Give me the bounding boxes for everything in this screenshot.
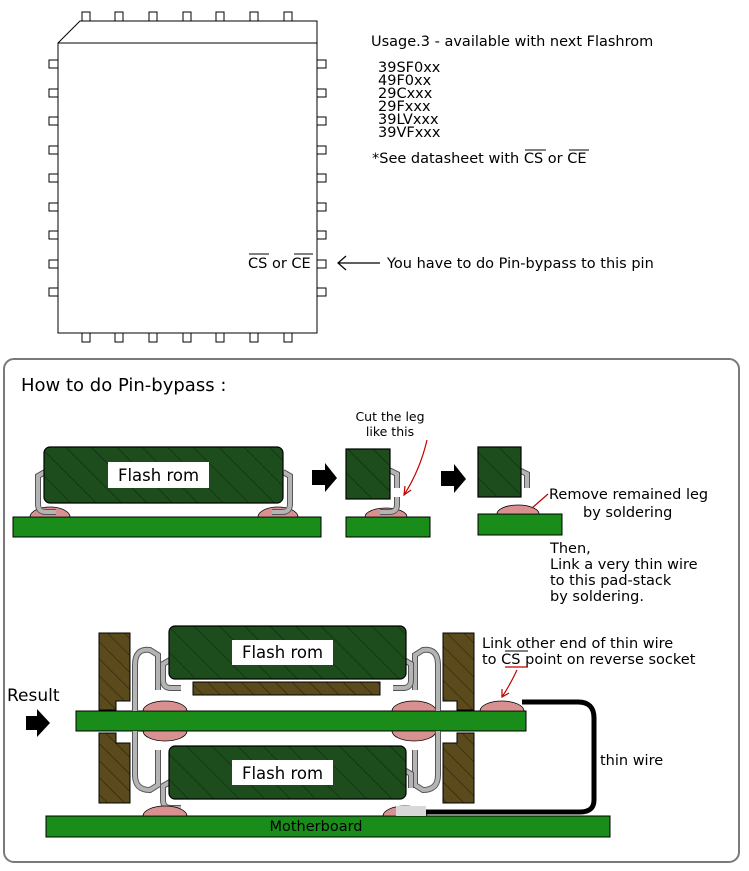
upper-chip: Flash rom — [168, 625, 407, 680]
step2-cut-leg — [345, 439, 431, 538]
svg-text:to CS point on reverse socket: to CS point on reverse socket — [482, 652, 696, 668]
svg-text:*See datasheet with CS or CE: *See datasheet with CS or CE — [372, 151, 587, 167]
then-line: Link a very thin wire — [550, 557, 698, 573]
plcc-chip-outline — [48, 11, 327, 343]
chip-list-item: 39VFxxx — [378, 125, 441, 141]
then-line: by soldering. — [550, 589, 644, 605]
chip-list-item: 29Cxxx — [378, 86, 433, 102]
step-arrow-2 — [441, 464, 466, 493]
socket-board — [75, 710, 527, 732]
remove-label-1: Remove remained leg — [549, 487, 708, 503]
cut-label-2: like this — [366, 424, 414, 439]
pin-label-ce: CE — [291, 256, 310, 272]
panel-title: How to do Pin-bypass : — [21, 375, 226, 396]
usage-title: Usage.3 - available with next Flashrom — [371, 34, 653, 50]
note-prefix: *See datasheet with — [372, 151, 524, 167]
motherboard-label: Motherboard — [269, 819, 362, 835]
chip-list: 39SF0xx 49F0xx 29Cxxx 29Fxxx 39LVxxx 39V… — [378, 60, 441, 141]
note-ce: CE — [567, 151, 586, 167]
link-label-1: Link other end of thin wire — [482, 636, 673, 652]
top-pins — [81, 11, 293, 22]
note-cs: CS — [524, 151, 543, 167]
thin-wire-label: thin wire — [600, 753, 663, 769]
upper-solder — [142, 700, 525, 742]
then-line: to this pad-stack — [550, 573, 672, 589]
right-pins — [316, 59, 327, 297]
step1-chip-assembly: Flash rom — [12, 446, 322, 538]
then-instructions: Then, Link a very thin wire to this pad-… — [549, 541, 698, 605]
link-label-2: to CS point on reverse socket — [482, 650, 696, 699]
chip-list-item: 39LVxxx — [378, 112, 439, 128]
pin-label-or: or — [267, 256, 291, 272]
chip-list-item: 29Fxxx — [378, 99, 431, 115]
pin-arrow — [337, 255, 380, 271]
chip-label: Flash rom — [242, 764, 323, 783]
step3-remove-leg — [477, 446, 563, 536]
chip-label: Flash rom — [242, 643, 323, 662]
cut-label-1: Cut the leg — [355, 409, 424, 424]
lower-socket — [98, 732, 475, 804]
lower-contacts — [132, 731, 441, 811]
thin-wire — [426, 699, 597, 815]
lower-chip: Flash rom — [168, 745, 407, 800]
note-or: or — [543, 151, 567, 167]
then-line: Then, — [549, 541, 591, 557]
motherboard — [45, 815, 611, 838]
left-pins — [48, 59, 59, 297]
chip-list-item: 39SF0xx — [378, 60, 441, 76]
upper-contacts — [132, 646, 441, 711]
link-suffix: point on reverse socket — [521, 652, 696, 668]
svg-text:CS or CE: CS or CE — [248, 256, 311, 272]
bottom-pins — [81, 332, 293, 343]
link-cs: CS — [501, 652, 520, 668]
link-prefix: to — [482, 652, 501, 668]
result-arrow — [26, 709, 50, 737]
pin-label-cs: CS — [248, 256, 267, 272]
pin-instruction: You have to do Pin-bypass to this pin — [386, 256, 654, 272]
step-arrow-1 — [312, 463, 337, 492]
chip-label: Flash rom — [118, 466, 199, 485]
result-label: Result — [7, 686, 60, 706]
remove-label-2: by soldering — [583, 505, 672, 521]
motherboard-solder — [142, 805, 428, 817]
upper-socket — [98, 632, 475, 711]
pin-label: CS or CE — [248, 253, 313, 272]
chip-list-item: 49F0xx — [378, 73, 432, 89]
datasheet-note: *See datasheet with CS or CE — [372, 149, 589, 167]
